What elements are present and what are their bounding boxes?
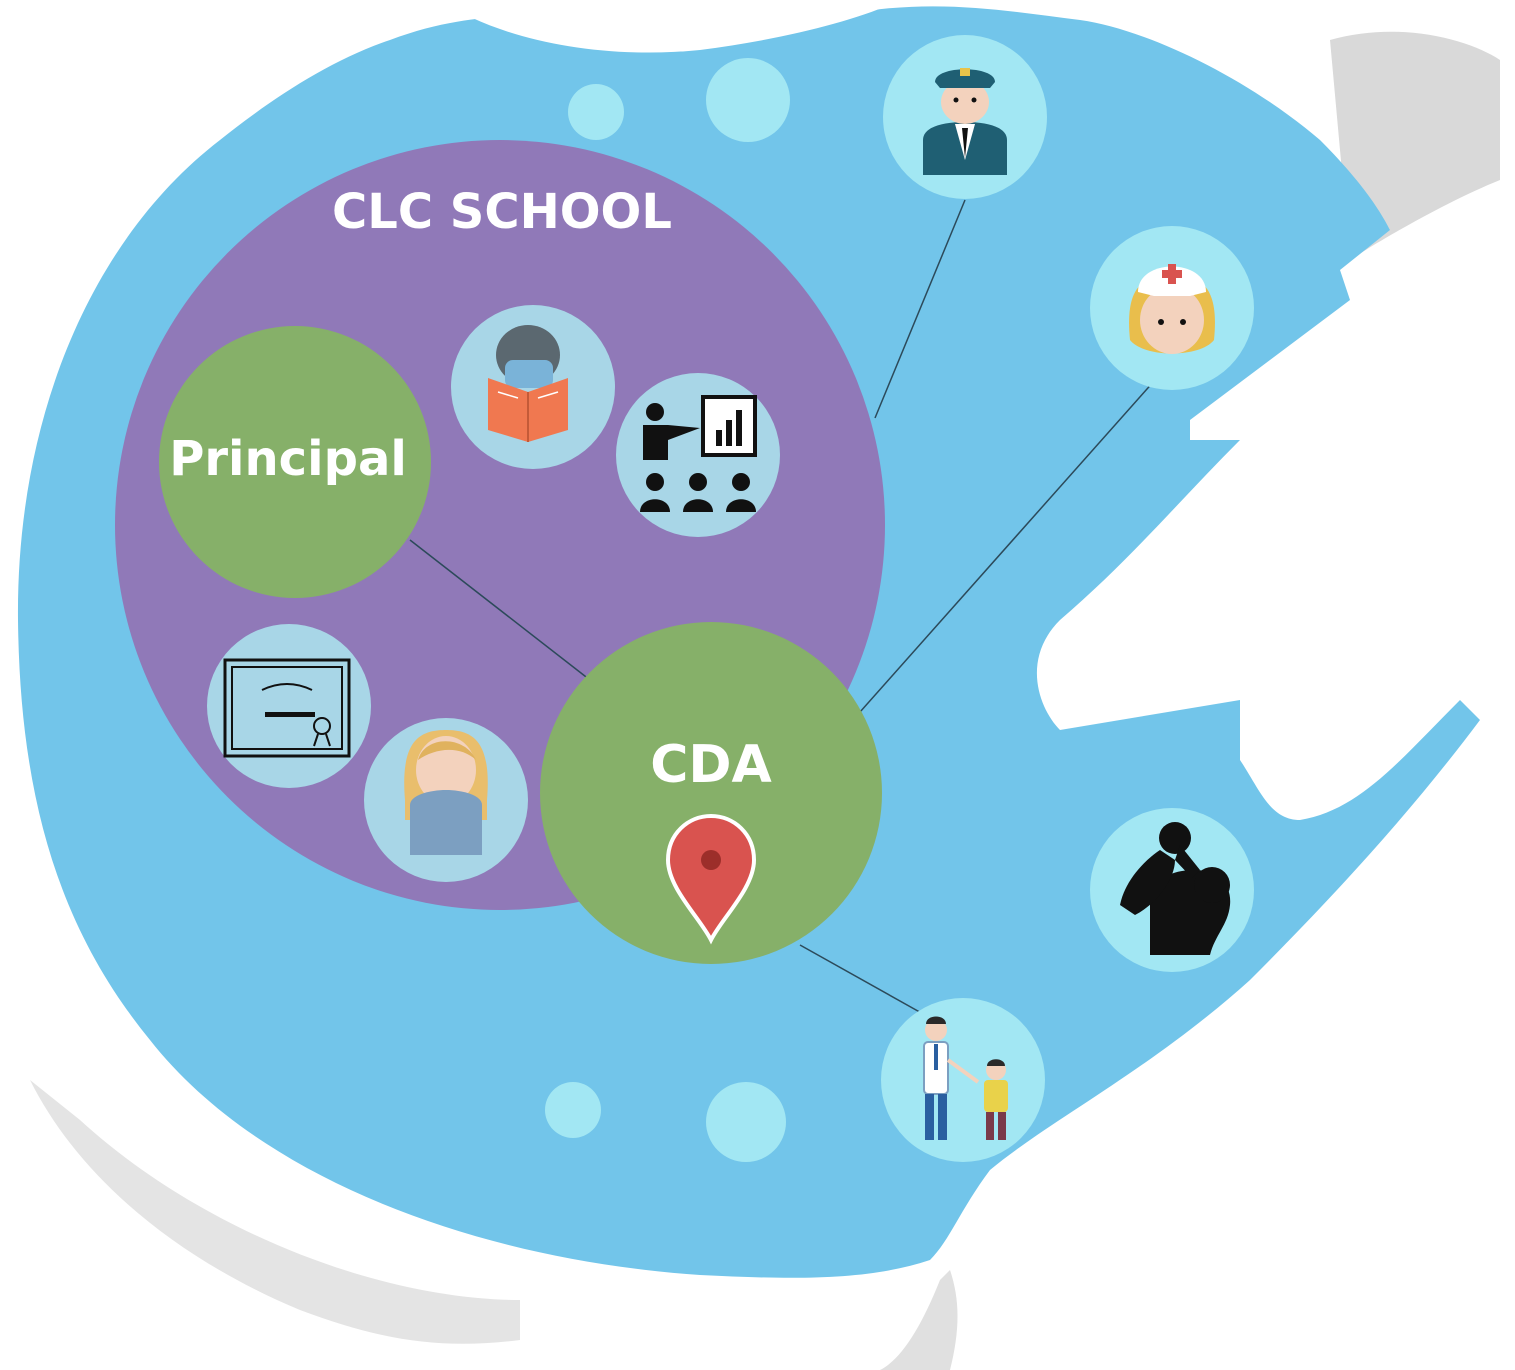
map-pin-icon <box>665 813 757 945</box>
principal-node <box>159 326 431 598</box>
parent-child-silhouette-icon <box>1090 808 1254 972</box>
certificate-icon <box>207 624 371 788</box>
cda-node <box>540 622 882 964</box>
student-reading-icon <box>451 305 615 469</box>
teacher-presentation-icon <box>616 373 780 537</box>
top-notch <box>440 0 900 53</box>
decorative-dots <box>545 58 790 1162</box>
nurse-icon <box>1090 226 1254 390</box>
clc-school-label: CLC SCHOOL <box>332 184 672 240</box>
cda-label: CDA <box>650 735 772 795</box>
father-son-icon <box>881 998 1045 1162</box>
connector-lines <box>409 199 1156 1016</box>
principal-label: Principal <box>169 431 407 487</box>
girl-student-icon <box>364 718 528 882</box>
police-officer-icon <box>883 35 1047 199</box>
